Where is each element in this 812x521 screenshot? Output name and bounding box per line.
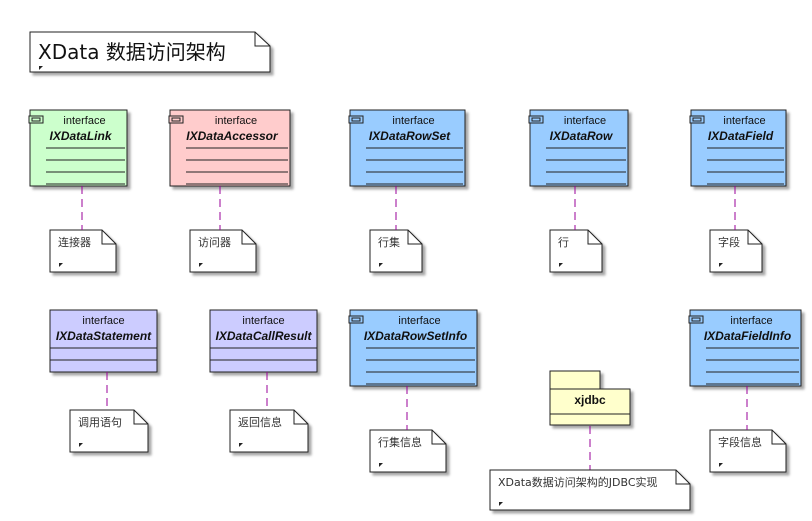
interface-tab-icon xyxy=(351,117,361,122)
interface-tab-icon xyxy=(31,117,41,122)
note-text: 行集 xyxy=(378,235,400,249)
note-IXDataRowSetInfo: 行集信息 xyxy=(369,429,447,473)
interface-tab-icon xyxy=(531,117,541,122)
note-IXDataCallResult: 返回信息 xyxy=(229,409,309,453)
note-IXDataRowSet: 行集 xyxy=(369,229,423,273)
interface-stereotype: interface xyxy=(398,315,440,327)
interface-stereotype: interface xyxy=(63,115,105,127)
interface-name: IXDataFieldInfo xyxy=(704,329,791,343)
interface-tab-icon xyxy=(348,115,364,124)
interface-stereotype: interface xyxy=(564,115,606,127)
interface-IXDataStatement[interactable]: interface IXDataStatement xyxy=(49,309,158,373)
interface-name: IXDataCallResult xyxy=(215,329,312,343)
package-tab xyxy=(549,370,601,390)
note-link-icon xyxy=(559,263,563,267)
interface-IXDataLink[interactable]: interface IXDataLink xyxy=(28,109,128,187)
interface-tab-icon xyxy=(348,315,364,324)
note-text: 行 xyxy=(558,236,569,249)
note-text: 字段信息 xyxy=(718,435,762,449)
interface-name: IXDataAccessor xyxy=(186,129,279,143)
interface-tab-icon xyxy=(168,115,184,124)
interface-name: IXDataLink xyxy=(49,129,112,143)
interface-name: IXDataField xyxy=(708,129,774,143)
interface-IXDataRow[interactable]: interface IXDataRow xyxy=(528,109,629,187)
interface-stereotype: interface xyxy=(215,115,257,127)
note-IXDataStatement: 调用语句 xyxy=(69,409,149,453)
diagram-title: XData 数据访问架构 xyxy=(38,40,226,64)
note-link-icon xyxy=(379,263,383,267)
interface-stereotype: interface xyxy=(723,115,765,127)
note-link-icon xyxy=(719,463,723,467)
note-link-icon xyxy=(199,263,203,267)
diagram-title-note: XData 数据访问架构 xyxy=(29,31,271,73)
interface-tab-icon xyxy=(171,117,181,122)
interface-tab-icon xyxy=(351,317,361,322)
note-link-icon xyxy=(719,263,723,267)
interface-name: IXDataRowSet xyxy=(369,129,451,143)
interface-name: IXDataRow xyxy=(550,129,613,143)
interface-name: IXDataRowSetInfo xyxy=(364,329,467,343)
interface-IXDataAccessor[interactable]: interface IXDataAccessor xyxy=(168,109,291,187)
note-xjdbc: XData数据访问架构的JDBC实现 xyxy=(489,469,691,511)
note-IXDataAccessor: 访问器 xyxy=(189,229,257,273)
note-text: XData数据访问架构的JDBC实现 xyxy=(498,475,658,489)
interface-tab-icon xyxy=(688,315,704,324)
interface-IXDataFieldInfo[interactable]: interface IXDataFieldInfo xyxy=(688,309,802,387)
note-IXDataFieldInfo: 字段信息 xyxy=(709,429,787,473)
interface-name: IXDataStatement xyxy=(56,329,152,343)
interface-stereotype: interface xyxy=(392,115,434,127)
note-IXDataLink: 连接器 xyxy=(49,229,117,273)
interface-tab-icon xyxy=(692,117,702,122)
interface-IXDataRowSet[interactable]: interface IXDataRowSet xyxy=(348,109,466,187)
interface-stereotype: interface xyxy=(242,315,284,327)
note-text: 字段 xyxy=(718,235,740,249)
interface-IXDataRowSetInfo[interactable]: interface IXDataRowSetInfo xyxy=(348,309,478,387)
interface-tab-icon xyxy=(28,115,44,124)
note-link-icon xyxy=(379,463,383,467)
interface-tab-icon xyxy=(691,317,701,322)
note-link-icon xyxy=(59,263,63,267)
note-text: 访问器 xyxy=(198,236,231,249)
interface-stereotype: interface xyxy=(730,315,772,327)
note-IXDataRow: 行 xyxy=(549,229,603,273)
interface-tab-icon xyxy=(689,115,705,124)
package-name: xjdbc xyxy=(574,393,606,407)
note-text: 返回信息 xyxy=(238,415,282,429)
interface-IXDataCallResult[interactable]: interface IXDataCallResult xyxy=(209,309,318,373)
interface-tab-icon xyxy=(528,115,544,124)
note-link-icon xyxy=(39,66,43,70)
package-xjdbc[interactable]: xjdbc xyxy=(549,370,631,426)
note-link-icon xyxy=(79,443,83,447)
note-link-icon xyxy=(499,502,503,506)
package-body xyxy=(549,388,631,426)
note-text: 行集信息 xyxy=(378,435,422,449)
note-text: 连接器 xyxy=(58,236,91,249)
note-IXDataField: 字段 xyxy=(709,229,763,273)
interface-IXDataField[interactable]: interface IXDataField xyxy=(689,109,787,187)
interface-stereotype: interface xyxy=(82,315,124,327)
note-text: 调用语句 xyxy=(78,416,122,429)
note-link-icon xyxy=(239,443,243,447)
